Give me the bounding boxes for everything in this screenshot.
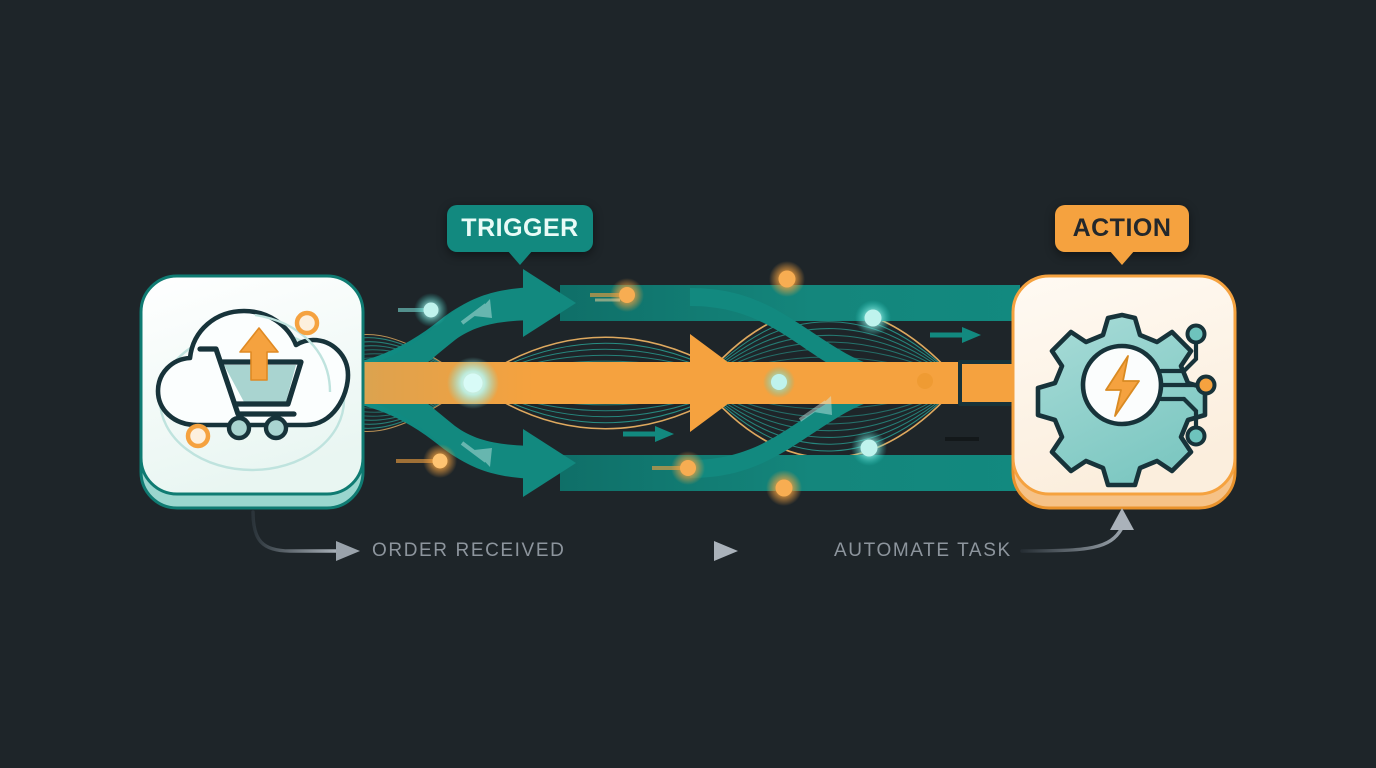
- action-badge-label: ACTION: [1072, 214, 1172, 242]
- convergence-node: [447, 357, 499, 409]
- accent-arrow-right-upper: [930, 327, 981, 343]
- glow-dot-cyan: [851, 430, 887, 466]
- glow-dot-orange: [652, 451, 705, 485]
- glow-dot-cyan: [855, 300, 891, 336]
- caption-connector-middle: [638, 541, 738, 561]
- trigger-badge-label: TRIGGER: [461, 214, 579, 242]
- caption-order-received: ORDER RECEIVED: [372, 540, 566, 561]
- trigger-badge[interactable]: TRIGGER: [447, 205, 593, 265]
- glow-dot-orange: [769, 261, 805, 297]
- accent-arrow-ribbon-lower: [460, 441, 492, 467]
- trigger-badge-pointer: [507, 250, 533, 265]
- gear-lightning-circuit-icon: [1035, 312, 1217, 488]
- accent-arrow-converge: [798, 396, 832, 422]
- faint-marker-right: [945, 437, 979, 441]
- teal-ribbon-converge-upper: [690, 288, 960, 396]
- teal-ribbon-converge-lower: [690, 370, 960, 478]
- target-card[interactable]: [1011, 274, 1237, 510]
- caption-automate-task: AUTOMATE TASK: [834, 540, 1012, 561]
- accent-arrow-mid-lower: [623, 426, 674, 442]
- glow-dot-orange: [766, 470, 802, 506]
- action-badge[interactable]: ACTION: [1055, 205, 1189, 265]
- glow-dot-group: [396, 261, 979, 506]
- glow-dot-orange: [396, 444, 457, 478]
- caption-connector-right: [1020, 508, 1134, 553]
- glow-dot-cyan: [398, 293, 448, 327]
- cloud-shopping-cart-upload-icon: [155, 308, 351, 472]
- accent-arrow-ribbon-upper: [460, 299, 492, 325]
- glow-dot-cyan: [763, 366, 795, 398]
- action-badge-pointer: [1109, 250, 1135, 265]
- glow-dot-orange: [911, 367, 939, 395]
- source-card[interactable]: [139, 274, 365, 510]
- glow-dot-orange: [590, 278, 644, 312]
- caption-connector-left: [251, 510, 360, 561]
